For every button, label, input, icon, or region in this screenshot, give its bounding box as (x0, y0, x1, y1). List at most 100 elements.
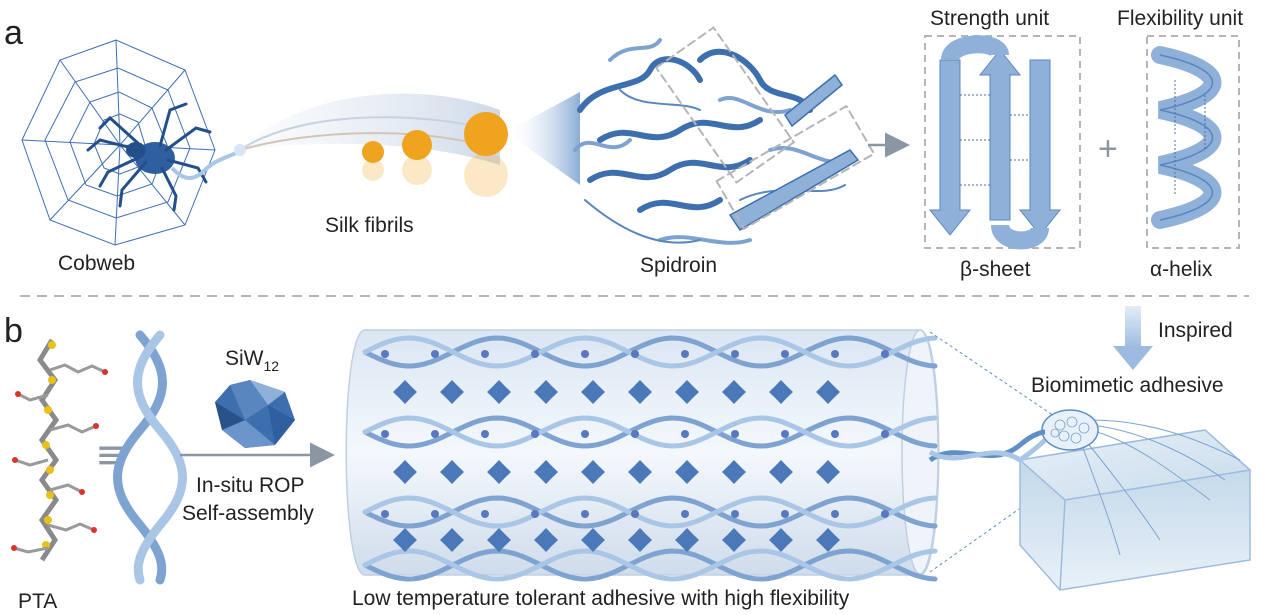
pta-label: PTA (18, 590, 57, 613)
panel-b-letter: b (4, 312, 23, 350)
cobweb-label: Cobweb (58, 252, 135, 275)
helix-strand (362, 415, 938, 449)
small-cluster (831, 510, 839, 518)
small-cluster (431, 350, 439, 358)
small-cluster (431, 510, 439, 518)
spider-illustration (86, 102, 239, 212)
siw12-cluster (675, 460, 699, 484)
siw12-cluster (534, 528, 558, 552)
siw12-cluster (393, 528, 417, 552)
spidroin-illustration (573, 26, 876, 245)
siw12-cluster (769, 528, 793, 552)
helix-strand (362, 495, 938, 529)
flexibility-unit-label: Flexibility unit (1117, 7, 1243, 30)
small-cluster (481, 430, 489, 438)
siw12-cluster (769, 380, 793, 404)
siw12-cluster (816, 460, 840, 484)
siw12-cluster (628, 528, 652, 552)
small-cluster (581, 510, 589, 518)
small-cluster (781, 510, 789, 518)
small-cluster (881, 510, 889, 518)
small-cluster (681, 510, 689, 518)
step-in-situ-rop: In-situ ROP (196, 474, 305, 497)
small-cluster (481, 510, 489, 518)
small-cluster (531, 350, 539, 358)
small-cluster (531, 510, 539, 518)
siw12-cluster (487, 528, 511, 552)
small-cluster (581, 430, 589, 438)
inspired-label: Inspired (1158, 319, 1233, 342)
siw12-cluster (440, 380, 464, 404)
siw12-cluster (487, 380, 511, 404)
beta-sheet-label: β-sheet (960, 258, 1031, 281)
small-cluster (431, 430, 439, 438)
silk-fibrils-label: Silk fibrils (325, 214, 414, 237)
helix-strand (362, 415, 938, 449)
small-cluster (881, 350, 889, 358)
helix-strand (362, 495, 938, 529)
inspired-arrow (1113, 306, 1153, 370)
spidroin-label: Spidroin (640, 254, 717, 277)
small-cluster (681, 430, 689, 438)
small-cluster (731, 350, 739, 358)
small-cluster (631, 430, 639, 438)
step-self-assembly: Self-assembly (182, 502, 314, 525)
biomimetic-adhesive-block (928, 409, 1252, 591)
siw12-cluster (816, 528, 840, 552)
small-cluster (831, 350, 839, 358)
adhesive-network-cylinder (345, 329, 940, 582)
siw12-cluster (722, 380, 746, 404)
siw12-cluster (393, 460, 417, 484)
siw12-cluster (769, 460, 793, 484)
siw12-cluster (816, 380, 840, 404)
siw12-cluster (722, 460, 746, 484)
pta-molecule-illustration (11, 338, 108, 562)
small-cluster (631, 350, 639, 358)
small-cluster (681, 350, 689, 358)
silk-fibrils-illustration (234, 92, 580, 197)
siw12-cluster (581, 528, 605, 552)
small-cluster (381, 350, 389, 358)
small-cluster (381, 510, 389, 518)
plus-sign: + (1098, 130, 1118, 168)
adhesive-caption: Low temperature tolerant adhesive with h… (352, 587, 850, 610)
small-cluster (731, 510, 739, 518)
siw12-cluster (534, 380, 558, 404)
cobweb-illustration (21, 39, 216, 246)
small-cluster (581, 350, 589, 358)
small-cluster (381, 430, 389, 438)
small-cluster (881, 430, 889, 438)
double-helix-illustration (113, 330, 187, 585)
alpha-helix-label: α-helix (1150, 258, 1213, 281)
small-cluster (831, 430, 839, 438)
small-cluster (631, 510, 639, 518)
siw12-cluster (628, 460, 652, 484)
siw12-label: SiW12 (225, 347, 279, 374)
strength-unit-label: Strength unit (930, 7, 1049, 30)
siw12-cluster (628, 380, 652, 404)
helix-strand (362, 548, 938, 582)
siw12-cluster-illustration (215, 380, 295, 448)
biomimetic-adhesive-label: Biomimetic adhesive (1031, 374, 1224, 397)
siw12-cluster (581, 460, 605, 484)
siw12-cluster (675, 528, 699, 552)
small-cluster (531, 430, 539, 438)
small-cluster (731, 430, 739, 438)
siw12-cluster (440, 528, 464, 552)
siw12-cluster (393, 380, 417, 404)
helix-strand (362, 548, 938, 582)
small-cluster (781, 430, 789, 438)
siw12-cluster (440, 460, 464, 484)
siw12-cluster (581, 380, 605, 404)
panel-a-letter: a (4, 14, 23, 52)
siw12-cluster (675, 380, 699, 404)
siw12-cluster (534, 460, 558, 484)
siw12-cluster (722, 528, 746, 552)
alpha-helix-illustration (1146, 35, 1240, 249)
small-cluster (781, 350, 789, 358)
beta-sheet-illustration (924, 35, 1081, 250)
siw12-cluster (487, 460, 511, 484)
small-cluster (481, 350, 489, 358)
helix-strand (362, 335, 938, 369)
helix-strand (362, 335, 938, 369)
